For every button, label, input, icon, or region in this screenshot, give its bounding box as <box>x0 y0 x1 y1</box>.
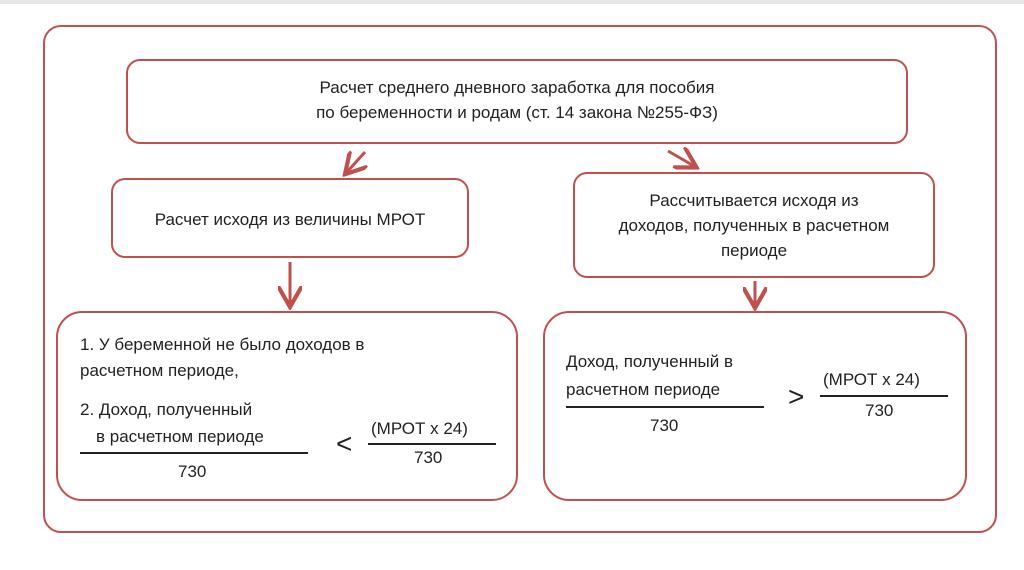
mrot-conditions-box <box>56 311 518 501</box>
fraction-bar-right-lhs <box>566 406 764 408</box>
condition-2-line-1: 2. Доход, полученный <box>80 400 253 419</box>
income-lhs-line-1: Доход, полученный в <box>566 352 733 371</box>
fraction-bar-right-rhs <box>820 395 948 397</box>
fraction-numerator-right-rhs: (МРОТ х 24) <box>823 370 920 389</box>
fraction-bar-left-rhs <box>368 443 496 445</box>
fraction-denominator-left-rhs: 730 <box>414 448 443 467</box>
income-method-line-3: периоде <box>720 241 788 260</box>
fraction-denominator-right-rhs: 730 <box>865 401 894 420</box>
mrot-method-box: Расчет исходя из величины МРОТ <box>111 178 469 258</box>
income-method-line-1: Рассчитывается исходя из <box>649 191 859 210</box>
calculation-title-box: Расчет среднего дневного заработка для п… <box>126 59 908 144</box>
income-method-line-2: доходов, полученных в расчетном <box>618 216 890 235</box>
fraction-denominator-right-lhs: 730 <box>650 416 679 435</box>
outer-frame <box>43 25 997 533</box>
top-divider-line <box>0 0 1024 4</box>
income-lhs-line-2: расчетном периоде <box>566 380 721 399</box>
fraction-numerator-left-rhs: (МРОТ х 24) <box>371 419 468 438</box>
title-line-2: по беременности и родам (ст. 14 закона №… <box>316 103 718 122</box>
arrow-top-to-right <box>667 151 694 166</box>
income-method-box: Рассчитывается исходя из доходов, получе… <box>573 172 935 278</box>
condition-2-line-2: в расчетном периоде <box>96 427 264 446</box>
greater-than-sign: > <box>788 381 805 412</box>
arrow-top-to-left <box>347 152 365 172</box>
condition-1-line-2: расчетном периоде, <box>80 361 239 380</box>
fraction-bar-left-lhs <box>80 452 308 454</box>
mrot-method-text: Расчет исходя из величины МРОТ <box>154 210 426 229</box>
less-than-sign: < <box>336 428 353 459</box>
title-line-1: Расчет среднего дневного заработка для п… <box>319 78 715 97</box>
condition-1-line-1: 1. У беременной не было доходов в <box>80 335 365 354</box>
fraction-denominator-left-lhs: 730 <box>178 462 207 481</box>
